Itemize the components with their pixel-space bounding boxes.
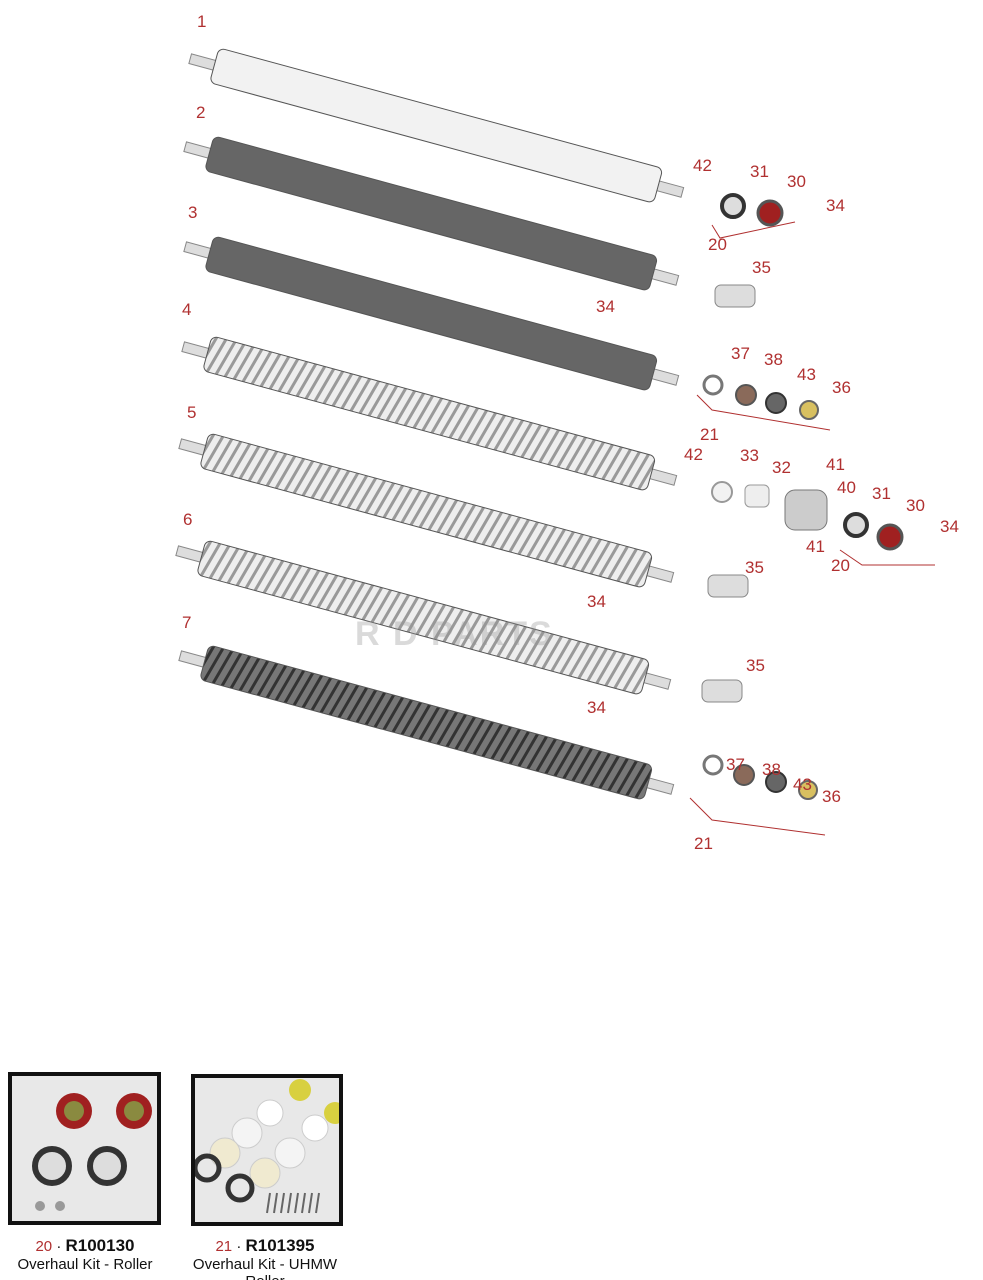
callout-number: 34 — [826, 196, 845, 215]
callout-number: 36 — [822, 787, 841, 806]
callout-number: 42 — [684, 445, 703, 464]
callout-number: 4 — [182, 300, 192, 319]
kit-caption-20: 20 · R100130 Overhaul Kit - Roller — [17, 1236, 153, 1273]
roller-7 — [178, 645, 675, 800]
watermark: R D PARTS — [355, 615, 554, 653]
kit-part-number: R101395 — [245, 1236, 315, 1255]
callout-number: 37 — [731, 344, 750, 363]
callout-number: 1 — [197, 12, 207, 31]
callout-number: 37 — [726, 755, 745, 774]
callout-number: 34 — [940, 517, 959, 536]
callout-number: 20 — [708, 235, 727, 254]
callout-number: 33 — [740, 446, 759, 465]
kit-description: Overhaul Kit - UHMW Roller — [192, 1256, 338, 1280]
callout-number: 6 — [183, 510, 193, 529]
callout-number: 43 — [793, 775, 812, 794]
callout-number: 35 — [745, 558, 764, 577]
kit-caption-21: 21 · R101395 Overhaul Kit - UHMW Roller — [175, 1236, 355, 1280]
hardware-parts — [689, 193, 935, 836]
callout-number: 5 — [187, 403, 197, 422]
callout-number: 38 — [762, 760, 781, 779]
kit-description: Overhaul Kit - Roller — [17, 1256, 153, 1273]
callout-number: 34 — [596, 297, 615, 316]
callout-number: 20 — [831, 556, 850, 575]
callout-number: 7 — [182, 613, 192, 632]
callout-number: 42 — [693, 156, 712, 175]
kit-ref: 20 — [35, 1238, 53, 1255]
callout-number: 40 — [837, 478, 856, 497]
roller-6 — [175, 540, 672, 695]
callout-number: 41 — [806, 537, 825, 556]
callout-number: 30 — [906, 496, 925, 515]
roller-5 — [178, 433, 675, 588]
callout-number: 41 — [826, 455, 845, 474]
callout-number: 21 — [700, 425, 719, 444]
callout-number: 21 — [694, 834, 713, 853]
roller-2 — [183, 136, 680, 291]
callout-number: 3 — [188, 203, 198, 222]
kit-image-21 — [191, 1074, 346, 1226]
roller-3 — [183, 236, 680, 391]
kit-image-20 — [8, 1072, 161, 1225]
callout-number: 34 — [587, 698, 606, 717]
callout-number: 36 — [832, 378, 851, 397]
callout-number: 31 — [750, 162, 769, 181]
callout-number: 38 — [764, 350, 783, 369]
callout-number: 32 — [772, 458, 791, 477]
callout-number: 35 — [752, 258, 771, 277]
roller-1 — [188, 48, 685, 203]
roller-4 — [181, 336, 678, 491]
callout-number: 31 — [872, 484, 891, 503]
kit-part-number: R100130 — [65, 1236, 135, 1255]
callout-number: 2 — [196, 103, 206, 122]
callout-number: 35 — [746, 656, 765, 675]
callout-number: 30 — [787, 172, 806, 191]
callout-number: 34 — [587, 592, 606, 611]
kit-ref: 21 — [215, 1238, 233, 1255]
callout-number: 43 — [797, 365, 816, 384]
